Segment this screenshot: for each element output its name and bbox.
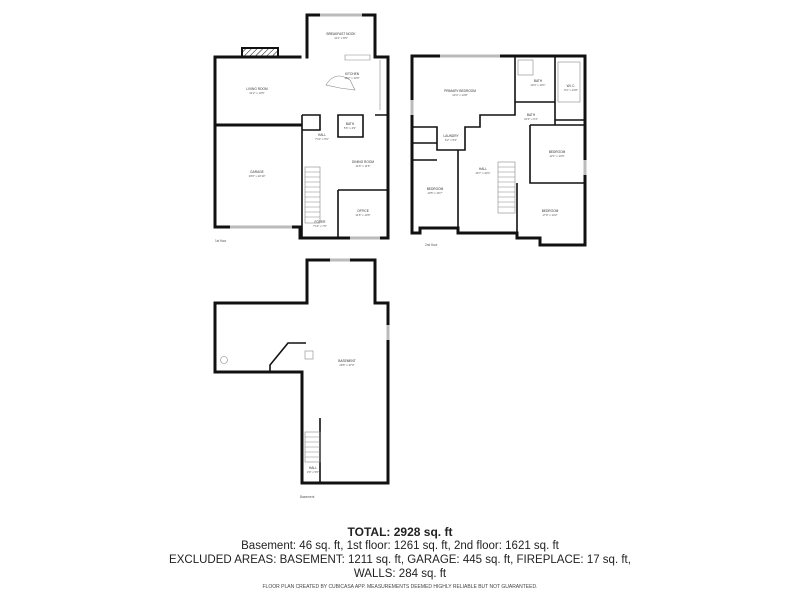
fireplace-icon (241, 47, 279, 58)
svg-text:11'6" x 11'6": 11'6" x 11'6" (356, 164, 371, 168)
basement-plan: BASEMENT 29'6" x 37'0" HALL 3'9" x 5'0" … (213, 258, 390, 499)
svg-text:18'2" x 13'6": 18'2" x 13'6" (344, 76, 359, 80)
bathtub-icon (557, 61, 581, 103)
room-label: GARAGE (250, 170, 264, 174)
room-label: HALL (309, 466, 317, 470)
first-floor-plan: BREAKFAST NOOK 11'1" x 8'5" LIVING ROOM … (213, 13, 390, 243)
svg-text:7'10" x 7'6": 7'10" x 7'6" (313, 224, 327, 228)
svg-text:10'4" x 10'1": 10'4" x 10'1" (530, 83, 545, 87)
excluded-areas: EXCLUDED AREAS: BASEMENT: 1211 sq. ft, G… (169, 554, 631, 566)
svg-text:16'7" x 20'1": 16'7" x 20'1" (475, 171, 490, 175)
svg-text:17'9" x 14'2": 17'9" x 14'2" (542, 213, 557, 217)
svg-text:23'4" x 14'8": 23'4" x 14'8" (452, 93, 467, 97)
svg-text:11'6" x 10'5": 11'6" x 10'5" (355, 213, 370, 217)
svg-text:6'2" x 5'2": 6'2" x 5'2" (445, 138, 457, 142)
svg-text:6'4" x 13'8": 6'4" x 13'8" (564, 88, 578, 92)
floor-areas: Basement: 46 sq. ft, 1st floor: 1261 sq.… (241, 540, 559, 552)
svg-text:3'9" x 5'0": 3'9" x 5'0" (307, 470, 319, 474)
room-label: BATH (534, 79, 543, 83)
svg-text:10'5" x 16'7": 10'5" x 16'7" (427, 191, 442, 195)
room-label: BEDROOM (549, 150, 566, 154)
room-label: BREAKFAST NOOK (327, 32, 357, 36)
floor-label: Basement (300, 495, 314, 499)
room-label: OFFICE (357, 209, 369, 213)
room-label: HALL (479, 167, 487, 171)
total-area: TOTAL: 2928 sq. ft (347, 525, 453, 539)
room-label: KITCHEN (345, 72, 360, 76)
room-label: BEDROOM (427, 187, 444, 191)
room-label: DINING ROOM (352, 160, 374, 164)
svg-text:21'2" x 13'5": 21'2" x 13'5" (249, 91, 264, 95)
room-label: LAUNDRY (443, 134, 459, 138)
room-label: BATH (346, 122, 355, 126)
svg-text:11'1" x 8'5": 11'1" x 8'5" (334, 36, 348, 40)
stairs-icon (304, 166, 321, 224)
floor-label: 2nd floor (425, 243, 438, 247)
room-label: BATH (527, 113, 536, 117)
stairs-icon (304, 431, 321, 463)
room-label: FOYER (315, 220, 327, 224)
room-label: BEDROOM (542, 209, 559, 213)
room-label: HALL (318, 133, 326, 137)
room-label: PRIMARY BEDROOM (444, 89, 476, 93)
walls-area: WALLS: 284 sq. ft (353, 568, 447, 580)
svg-text:29'6" x 37'0": 29'6" x 37'0" (339, 363, 354, 367)
second-floor-plan: PRIMARY BEDROOM 23'4" x 14'8" BATH 10'4"… (410, 54, 587, 247)
room-label: W.I.C. (567, 84, 576, 88)
svg-text:5'6" x 4'9": 5'6" x 4'9" (344, 126, 356, 130)
disclaimer: FLOOR PLAN CREATED BY CUBICASA APP. MEAS… (262, 584, 538, 590)
room-label: LIVING ROOM (246, 87, 268, 91)
shower-icon (517, 59, 534, 76)
water-heater-icon (220, 356, 228, 364)
svg-text:19'6" x 22'10": 19'6" x 22'10" (249, 174, 266, 178)
svg-text:7'10" x 5'0": 7'10" x 5'0" (315, 137, 329, 141)
room-label: BASEMENT (338, 359, 356, 363)
stairs-icon (497, 161, 516, 214)
floor-label: 1st floor (215, 239, 227, 243)
svg-text:10'0" x 6'4": 10'0" x 6'4" (524, 117, 538, 121)
svg-text:12'1" x 13'5": 12'1" x 13'5" (549, 154, 564, 158)
